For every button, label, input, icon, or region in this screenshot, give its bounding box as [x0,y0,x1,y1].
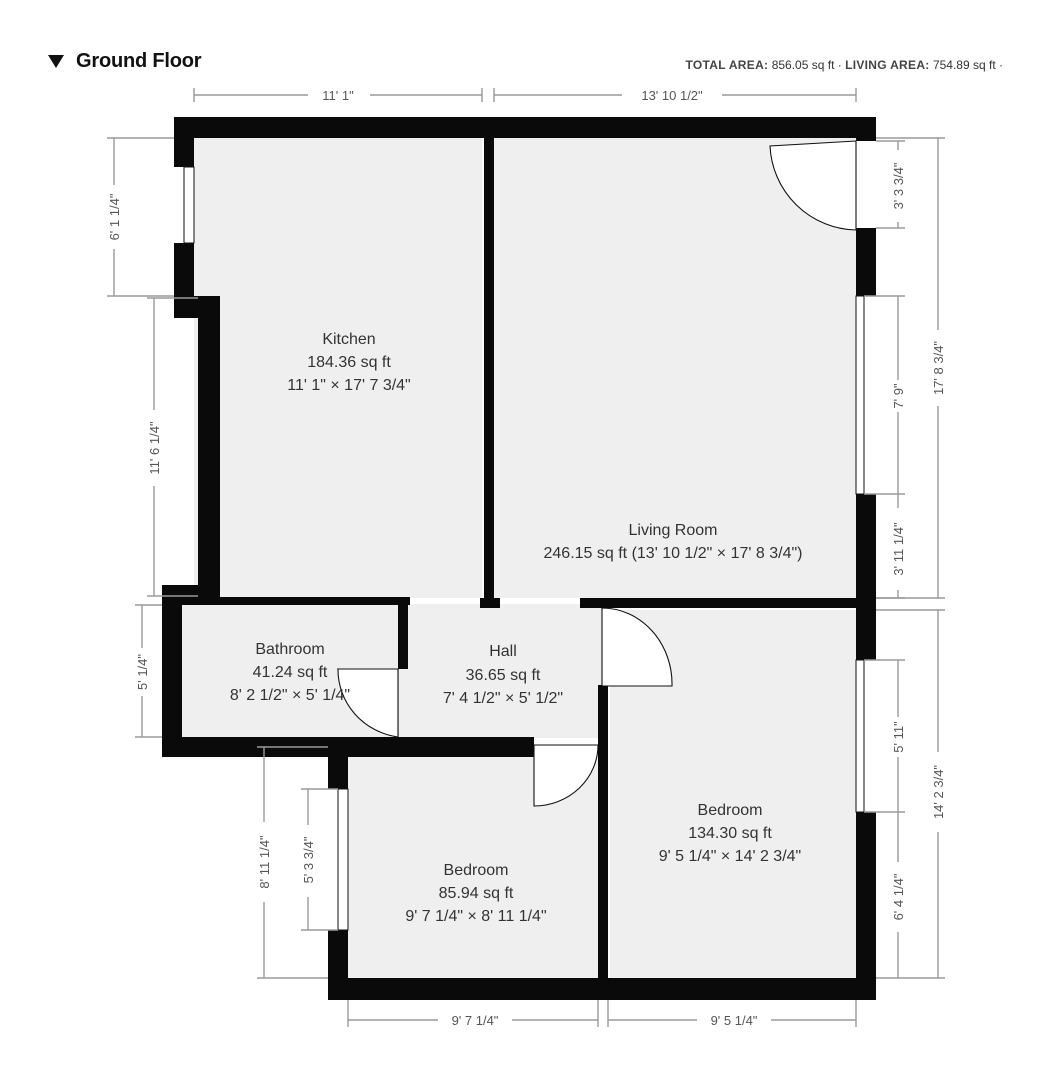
dim-right-living-bottom: 3' 11 1/4" [891,522,906,576]
kitchen-name: Kitchen [322,331,375,348]
wall-kitchen-bottom [182,597,410,605]
dim-right-bedroom-window: 5' 11" [891,721,906,753]
wall-right-mid [856,494,876,660]
wall-bed1-left-upper [328,745,348,789]
window-living [855,295,865,495]
window-bedroom-1 [337,788,349,931]
door-living-entry[interactable] [769,140,857,231]
window-bedroom-2 [855,659,865,813]
room-labels: Kitchen 184.36 sq ft 11' 1" × 17' 7 3/4"… [230,331,803,925]
wall-right-lower [856,812,876,1000]
window-kitchen [183,166,195,244]
dim-left-kitchen: 11' 6 1/4" [147,421,162,475]
bathroom-size: 8' 2 1/2" × 5' 1/4" [230,687,350,704]
dim-left-bathroom: 5' 1/4" [135,654,150,690]
hall-area: 36.65 sq ft [466,667,541,684]
kitchen-area: 184.36 sq ft [307,354,391,371]
wall-bedrooms-divider [598,685,608,1000]
wall-bath-left [162,597,182,757]
dim-bottom-bedroom-2: 9' 5 1/4" [711,1013,758,1028]
bathroom-name: Bathroom [255,641,324,658]
windows [183,166,865,931]
living-room-details: 246.15 sq ft (13' 10 1/2" × 17' 8 3/4") [544,545,803,562]
wall-top [174,117,876,138]
living-area-value: 754.89 sq ft [932,58,996,72]
floor-toggle[interactable]: Ground Floor [48,50,202,73]
bedroom-1-area: 85.94 sq ft [439,885,514,902]
triangle-down-icon[interactable] [48,55,64,68]
floor-header: Ground Floor TOTAL AREA: 856.05 sq ft · … [48,48,1003,78]
living-area-label: LIVING AREA: [845,58,930,72]
wall-right-upper [856,228,876,296]
wall-right-top [856,117,876,141]
wall-left-mid [174,243,194,298]
floor-title: Ground Floor [76,50,202,72]
dim-left-bedroom-window: 5' 3 3/4" [301,836,316,883]
dim-right-living-top: 3' 3 3/4" [891,162,906,209]
separator-dot: · [837,58,842,72]
dimension-label-backs [105,86,947,1029]
door-bathroom[interactable] [337,668,399,738]
dim-right-bedroom-total: 14' 2 3/4" [931,765,946,819]
wall-kitchen-living [484,138,494,606]
walls [162,117,876,1000]
doors [336,140,857,807]
door-bedroom-1[interactable] [533,744,599,807]
door-bedroom-2[interactable] [601,607,673,687]
dim-top-living: 13' 10 1/2" [641,88,703,103]
dim-left-window: 6' 1 1/4" [107,193,122,240]
dim-bottom-bedroom-1: 9' 7 1/4" [452,1013,499,1028]
bedroom-2-area: 134.30 sq ft [688,825,772,842]
dim-right-living-window: 7' 9" [891,383,906,409]
wall-bottom [328,978,876,1000]
dim-right-living-total: 17' 8 3/4" [931,341,946,395]
bedroom-1-size: 9' 7 1/4" × 8' 11 1/4" [405,908,546,925]
separator-dot: · [999,58,1003,72]
wall-bath-right [398,597,408,669]
hall-size: 7' 4 1/2" × 5' 1/2" [443,690,563,707]
bedroom-1-name: Bedroom [444,862,509,879]
wall-left-upper [174,117,194,167]
wall-living-bottom [580,598,876,608]
total-area-label: TOTAL AREA: [685,58,769,72]
bedroom-2-name: Bedroom [698,802,763,819]
bedroom-2-size: 9' 5 1/4" × 14' 2 3/4" [659,848,801,865]
total-area-value: 856.05 sq ft [771,58,835,72]
dimension-labels: 11' 1" 13' 10 1/2" 6' 1 1/4" 11' 6 1/4" … [107,88,946,1028]
dim-top-kitchen: 11' 1" [322,88,354,103]
wall-kitchen-left [198,296,220,596]
wall-hall-stub [480,598,500,608]
dim-left-bedroom-total: 8' 11 1/4" [257,835,272,889]
living-room-name: Living Room [629,522,718,539]
dim-right-bedroom-bottom: 6' 4 1/4" [891,873,906,920]
area-summary: TOTAL AREA: 856.05 sq ft · LIVING AREA: … [685,58,1003,72]
hall-name: Hall [489,643,517,660]
bathroom-area: 41.24 sq ft [253,664,328,681]
living-room-floor[interactable] [494,138,856,598]
kitchen-floor[interactable] [194,138,482,598]
kitchen-size: 11' 1" × 17' 7 3/4" [287,377,410,394]
